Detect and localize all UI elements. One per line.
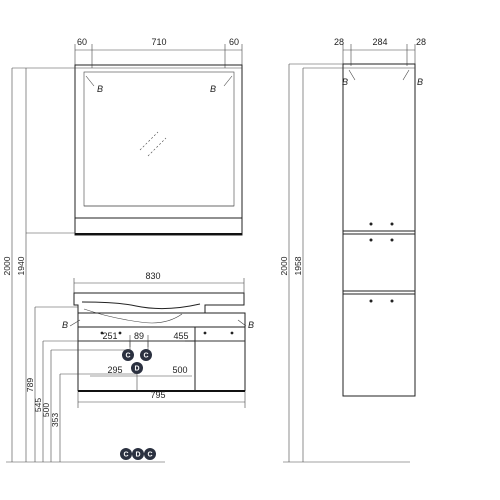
height-2000-left: 2000: [2, 256, 12, 275]
inner-dim-455: 455: [173, 331, 188, 341]
height-2000-right: 2000: [279, 256, 289, 275]
outlet-badge-1-label: C: [125, 353, 130, 360]
inner-dim-295: 295: [107, 365, 122, 375]
inner-dim-500: 500: [172, 365, 187, 375]
vanity-width-bottom: 795: [150, 390, 165, 400]
height-1940: 1940: [16, 256, 26, 275]
left-height-dimensions: 2000 1940 789 545 500 353: [2, 67, 165, 463]
cabinet-handles: [369, 222, 394, 303]
vanity-mark-leader-right: [237, 319, 247, 327]
drain-badge: [131, 362, 143, 374]
height-1958: 1958: [293, 256, 303, 275]
legend-badge-1: [120, 448, 132, 460]
mirror-mark-leader-left: [85, 75, 95, 87]
height-353: 353: [50, 413, 60, 427]
mirror-mark-left: B: [97, 84, 103, 94]
cabinet-mark-right: B: [417, 77, 423, 87]
outlet-badge-1: [122, 349, 134, 361]
right-height-dimensions: 2000 1958: [279, 63, 410, 463]
legend-badge-3-label: C: [147, 452, 152, 459]
cabinet-body: [342, 63, 416, 397]
height-789: 789: [25, 378, 35, 392]
tall-cabinet: 28 284 28 B B: [334, 37, 426, 397]
basin-curve: [81, 301, 201, 310]
legend-badge-3: [144, 448, 156, 460]
vanity-mark-right: B: [248, 320, 254, 330]
drain-badge-label: D: [134, 366, 139, 373]
cabinet-dim-right: 28: [416, 37, 426, 47]
mirror-dim-left: 60: [77, 37, 87, 47]
legend-badge-1-label: C: [123, 452, 128, 459]
height-500: 500: [41, 403, 51, 417]
height-545: 545: [33, 398, 43, 412]
inner-dim-89: 89: [134, 331, 144, 341]
legend-badge-2-label: D: [135, 452, 140, 459]
cabinet-dim-center: 284: [372, 37, 387, 47]
vanity-handles: [100, 331, 234, 335]
mirror-mark-leader-right: [223, 75, 233, 87]
cabinet-mark-leader-left: [348, 69, 356, 81]
basin-bowl: [83, 308, 183, 324]
vanity-unit: 830 B B 251 89 455: [62, 271, 254, 408]
vanity-mark-left: B: [62, 320, 68, 330]
mirror-unit: 60 710 60 B B: [74, 37, 243, 236]
mirror-dim-right: 60: [229, 37, 239, 47]
outlet-badge-2: [140, 349, 152, 361]
mirror-mark-right: B: [210, 84, 216, 94]
outlet-badge-2-label: C: [143, 353, 148, 360]
mirror-dim-center: 710: [151, 37, 166, 47]
legend-badges: C D C: [120, 448, 156, 460]
cabinet-dim-left: 28: [334, 37, 344, 47]
mirror-reflection: [139, 131, 167, 157]
cabinet-mark-leader-right: [402, 69, 410, 81]
inner-dim-251: 251: [102, 331, 117, 341]
vanity-mark-leader-left: [69, 319, 81, 327]
legend-badge-2: [132, 448, 144, 460]
vanity-body: [77, 312, 246, 392]
cabinet-mark-left: B: [342, 77, 348, 87]
vanity-width-top: 830: [145, 271, 160, 281]
sink-top: [73, 292, 245, 314]
